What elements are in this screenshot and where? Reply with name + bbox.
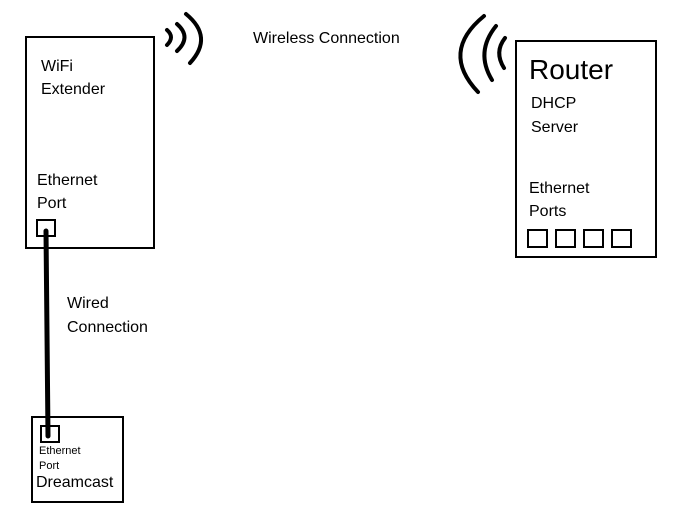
dreamcast-ethernet-port <box>40 425 60 443</box>
ethernet-cable <box>43 228 51 439</box>
dreamcast-title: Dreamcast <box>36 474 114 491</box>
dreamcast-port-label-line2: Port <box>39 460 60 472</box>
wireless-connection-label: Wireless Connection <box>253 30 400 47</box>
router-title: Router <box>529 54 614 85</box>
router-ports-label-line2: Ports <box>529 203 567 220</box>
extender-wifi-signal-icon <box>165 12 204 65</box>
router-ethernet-port-2 <box>555 229 576 248</box>
wired-connection-label-line1: Wired <box>67 295 109 312</box>
wired-connection-label-line2: Connection <box>67 319 148 336</box>
extender-ethernet-port <box>36 219 56 237</box>
router-ethernet-port-3 <box>583 229 604 248</box>
extender-port-label-line1: Ethernet <box>37 172 98 189</box>
extender-title-line1: WiFi <box>41 58 73 75</box>
router-wifi-signal-icon <box>458 14 507 94</box>
router-ports-label-line1: Ethernet <box>529 180 590 197</box>
router-subtitle-line1: DHCP <box>531 95 577 112</box>
dreamcast-port-label-line1: Ethernet <box>39 445 81 457</box>
wifi-extender-box <box>25 36 155 249</box>
router-box <box>515 40 657 258</box>
router-ethernet-port-4 <box>611 229 632 248</box>
router-subtitle-line2: Server <box>531 119 579 136</box>
router-ethernet-port-1 <box>527 229 548 248</box>
extender-title-line2: Extender <box>41 81 106 98</box>
extender-port-label-line2: Port <box>37 195 67 212</box>
